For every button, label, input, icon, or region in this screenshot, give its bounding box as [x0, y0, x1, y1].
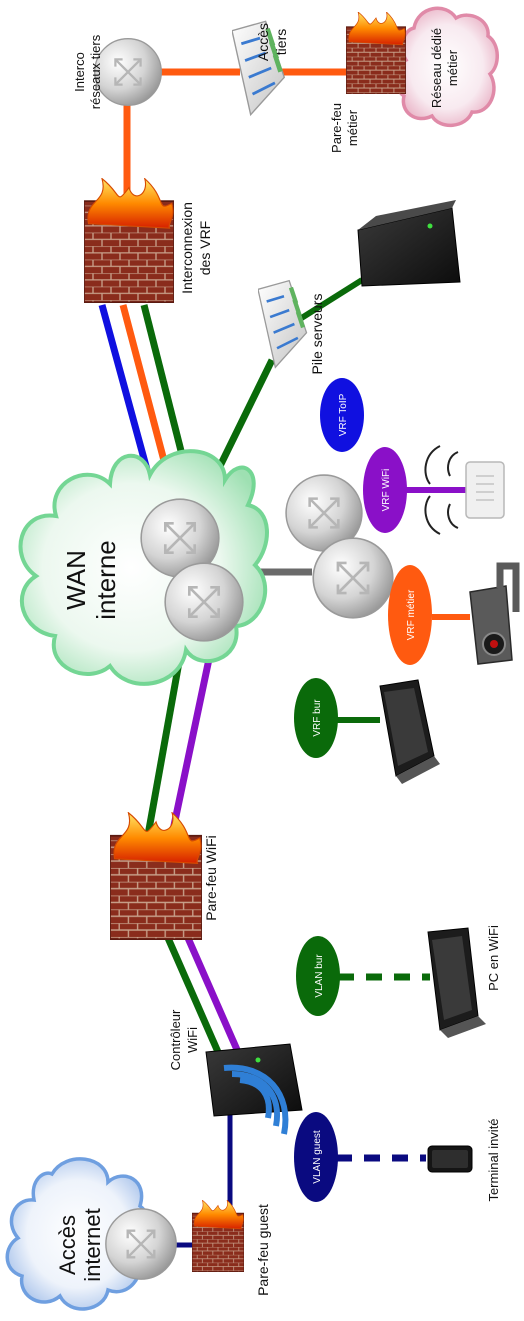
- router-icon: [104, 1207, 178, 1281]
- link-pile-serveurs-server: [290, 277, 364, 327]
- wan-cloud-icon: [18, 449, 269, 686]
- internet-label: Accèsinternet: [55, 1208, 105, 1281]
- vrf-bur-bubble: [294, 678, 338, 758]
- terminal-invite-label: Terminal invité: [486, 1118, 501, 1201]
- wifi-access-point-icon: [424, 445, 505, 535]
- pc-wifi-label: PC en WiFi: [486, 925, 501, 991]
- link-parefeu-wifi-controleur-wifi: [184, 936, 242, 1054]
- vlan-guest-label: VLAN guest: [312, 1130, 323, 1184]
- parefeu-metier-label: Pare-feumétier: [329, 103, 360, 153]
- firewall-icon: [110, 812, 202, 940]
- firewall-icon: [84, 178, 174, 303]
- reseau-dedie-label: Réseau dédiémétier: [429, 28, 460, 108]
- vrf-wifi-bubble: [363, 447, 407, 533]
- vrf-bur-label: VRF bur: [312, 699, 323, 737]
- vrf-toip-label: VRF ToIP: [338, 393, 349, 436]
- router-icon: [311, 536, 395, 620]
- vlan-bur-label: VLAN bur: [314, 954, 325, 998]
- parefeu-guest-label: Pare-feu guest: [255, 1204, 271, 1296]
- firewall-icon: [346, 12, 406, 94]
- wifi-controller-icon: [205, 1043, 303, 1135]
- vrf-wifi-label: VRF WiFi: [381, 469, 392, 512]
- switch-icon: [258, 281, 307, 368]
- router-icon: [163, 561, 245, 643]
- interco-tiers-label: Intercoréseaux tiers: [72, 34, 103, 109]
- parefeu-wifi-label: Pare-feu WiFi: [203, 835, 219, 921]
- link-wan-parefeu-wifi-wifi: [168, 639, 217, 836]
- links: [98, 68, 470, 1248]
- firewall-icon: [192, 1200, 244, 1272]
- link-wan-parefeu-wifi-bur: [144, 639, 187, 836]
- internet-cloud-icon: [5, 1157, 151, 1311]
- wan-label: WANinterne: [61, 540, 121, 620]
- laptop-icon: [427, 927, 486, 1038]
- pile-serveurs-label: Pile serveurs: [309, 294, 325, 375]
- vrf-toip-bubble: [320, 378, 364, 452]
- vrf-metier-label: VRF métier: [406, 589, 417, 640]
- server-icon: [357, 200, 461, 287]
- phone-icon: [427, 1145, 473, 1173]
- vrf-metier-bubble: [388, 565, 432, 665]
- link-parefeu-wifi-controleur-bur: [164, 936, 222, 1054]
- laptop-icon: [379, 679, 440, 784]
- vlan-guest-bubble: [294, 1112, 338, 1202]
- vlan-bur-bubble: [296, 936, 340, 1016]
- router-icon: [93, 37, 163, 107]
- camera-icon: [469, 562, 520, 665]
